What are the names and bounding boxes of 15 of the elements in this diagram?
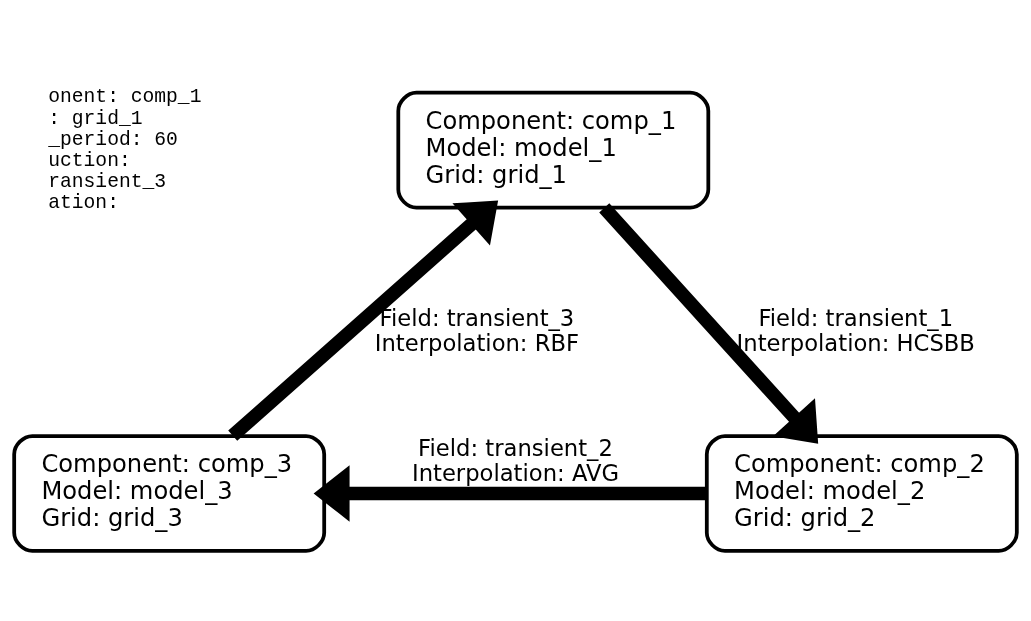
label: _period: 60 <box>48 128 178 151</box>
label: uction: <box>48 149 131 172</box>
edge-label: Field: transient_3 Interpolation: RBF <box>374 304 580 357</box>
arrow <box>228 200 499 441</box>
arrow <box>313 465 707 522</box>
node-box: Component: comp_3 Model: model_3 Grid: grid_3 <box>12 434 327 553</box>
label: ransient_3 <box>48 171 167 194</box>
label: onent: comp_1 <box>48 86 202 109</box>
node-box: Component: comp_1 Model: model_1 Grid: grid_1 <box>396 90 711 210</box>
edge-label: Field: transient_1 Interpolation: HCSBB <box>736 304 975 357</box>
edge-label: Field: transient_2 Interpolation: AVG <box>411 434 620 487</box>
node-box: Component: comp_2 Model: model_2 Grid: grid_2 <box>704 434 1019 553</box>
label: : grid_1 <box>48 107 143 130</box>
arrow <box>599 203 819 444</box>
label: ation: <box>48 192 119 215</box>
